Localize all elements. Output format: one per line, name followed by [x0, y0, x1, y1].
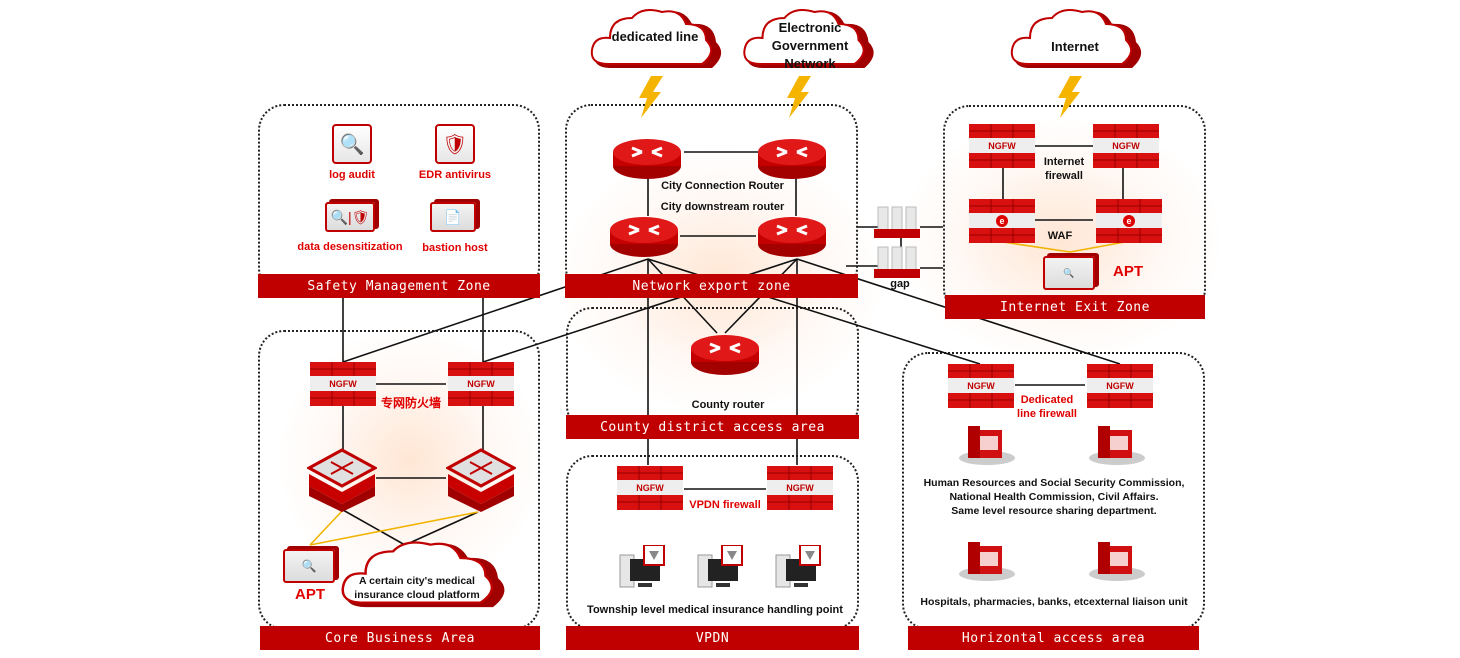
- resource-sharing-line: Same level resource sharing department.: [951, 505, 1157, 517]
- svg-text:NGFW: NGFW: [467, 379, 495, 389]
- data-desensitization-label: data desensitization: [297, 241, 403, 253]
- building-icon: [1089, 426, 1145, 465]
- log-audit-icon: 🔍: [332, 124, 372, 164]
- gap-label: gap: [890, 278, 910, 290]
- link-yellow: [1069, 241, 1126, 253]
- cloud-icon: [743, 9, 874, 68]
- link: [404, 511, 479, 546]
- ngfw-text: NGFW: [1112, 141, 1140, 151]
- ngfw-firewall-icon: NGFW: [1093, 124, 1159, 168]
- resource-sharing-line: Human Resources and Social Security Comm…: [923, 477, 1185, 489]
- building-icon: [959, 542, 1015, 581]
- router-icon: [613, 139, 681, 179]
- ngfw-firewall-icon: NGFW: [767, 466, 833, 510]
- medical-insurance-cloud-label: A certain city's medical insurance cloud…: [354, 575, 480, 601]
- log-audit-label: log audit: [329, 169, 375, 181]
- cloud-icon: [341, 541, 505, 608]
- router-icon: [758, 139, 826, 179]
- ngfw-text: NGFW: [988, 141, 1016, 151]
- ngfw-firewall-icon: NGFW: [617, 466, 683, 510]
- ngfw-firewall-icon: NGFW: [969, 124, 1035, 168]
- bastion-host-label: bastion host: [422, 242, 488, 254]
- link-yellow: [309, 511, 479, 546]
- waf-label: WAF: [1047, 230, 1073, 242]
- private-network-firewall-label: 专网防火墙: [380, 396, 441, 410]
- resource-sharing-departments-label: Human Resources and Social Security Comm…: [906, 476, 1202, 518]
- network-export-zone-band: Network export zone: [565, 274, 858, 298]
- gap-device-icon: [874, 206, 920, 238]
- svg-text:e: e: [1126, 216, 1131, 226]
- core-switch-icon: [446, 448, 516, 512]
- ngfw-firewall-icon: NGFW: [310, 362, 376, 406]
- data-desensitization-icon: 🔍|🛡: [325, 202, 375, 232]
- link-yellow: [1002, 241, 1071, 253]
- internet-exit-zone-band: Internet Exit Zone: [945, 295, 1205, 319]
- county-router-icon: [691, 335, 759, 375]
- terminal-pc-icon: [775, 545, 821, 588]
- county-district-access-area-band: County district access area: [566, 415, 859, 439]
- external-liaison-units-label: Hospitals, pharmacies, banks, etcexterna…: [920, 596, 1188, 608]
- link-yellow: [309, 509, 344, 546]
- lightning-icon: [1058, 76, 1082, 118]
- cloud-egov-network-label: Electronic Government Network: [771, 20, 849, 71]
- apt-device-icon: 🔍: [283, 549, 335, 583]
- cloud-dedicated-line-label: dedicated line: [611, 29, 699, 44]
- building-icon: [1089, 542, 1145, 581]
- lightning-icon: [787, 76, 811, 118]
- cloud-icon: [1010, 9, 1142, 68]
- svg-text:NGFW: NGFW: [1106, 381, 1134, 391]
- router-icon: [758, 217, 826, 257]
- svg-text:NGFW: NGFW: [786, 483, 814, 493]
- svg-text:NGFW: NGFW: [329, 379, 357, 389]
- svg-text:NGFW: NGFW: [967, 381, 995, 391]
- waf-icon: e: [969, 199, 1035, 243]
- terminal-pc-icon: [619, 545, 665, 588]
- ngfw-firewall-icon: NGFW: [1087, 364, 1153, 408]
- safety-management-zone-band: Safety Management Zone: [258, 274, 540, 298]
- link: [342, 509, 406, 546]
- core-switch-icon: [307, 448, 377, 512]
- vpdn-band: VPDN: [566, 626, 859, 650]
- county-router-label: County router: [691, 399, 765, 411]
- terminal-pc-icon: [697, 545, 743, 588]
- cloud-internet-label: Internet: [1051, 39, 1099, 54]
- resource-sharing-line: National Health Commission, Civil Affair…: [949, 491, 1159, 503]
- waf-icon: e: [1096, 199, 1162, 243]
- svg-text:e: e: [999, 216, 1004, 226]
- dedicated-line-firewall-label: Dedicated line firewall: [1017, 394, 1077, 420]
- apt-label: APT: [1113, 263, 1143, 280]
- vpdn-firewall-label: VPDN firewall: [689, 499, 761, 511]
- ngfw-firewall-icon: NGFW: [448, 362, 514, 406]
- edr-antivirus-label: EDR antivirus: [418, 169, 492, 181]
- lightning-icon: [639, 76, 663, 118]
- city-downstream-router-label: City downstream router: [660, 201, 785, 213]
- edr-antivirus-icon: 🛡: [435, 124, 475, 164]
- svg-text:NGFW: NGFW: [636, 483, 664, 493]
- core-business-area-band: Core Business Area: [260, 626, 540, 650]
- horizontal-access-area-band: Horizontal access area: [908, 626, 1199, 650]
- ngfw-firewall-icon: NGFW: [948, 364, 1014, 408]
- core-apt-label: APT: [295, 586, 325, 603]
- apt-device-icon: 🔍: [1043, 256, 1095, 290]
- township-handling-point-label: Township level medical insurance handlin…: [587, 604, 843, 616]
- bastion-host-icon: 📄: [430, 202, 476, 232]
- cloud-icon: [590, 9, 722, 68]
- router-icon: [610, 217, 678, 257]
- building-icon: [959, 426, 1015, 465]
- gap-device-icon: [874, 246, 920, 278]
- internet-firewall-label: Internet firewall: [1043, 156, 1085, 182]
- city-connection-router-label: City Connection Router: [661, 180, 784, 192]
